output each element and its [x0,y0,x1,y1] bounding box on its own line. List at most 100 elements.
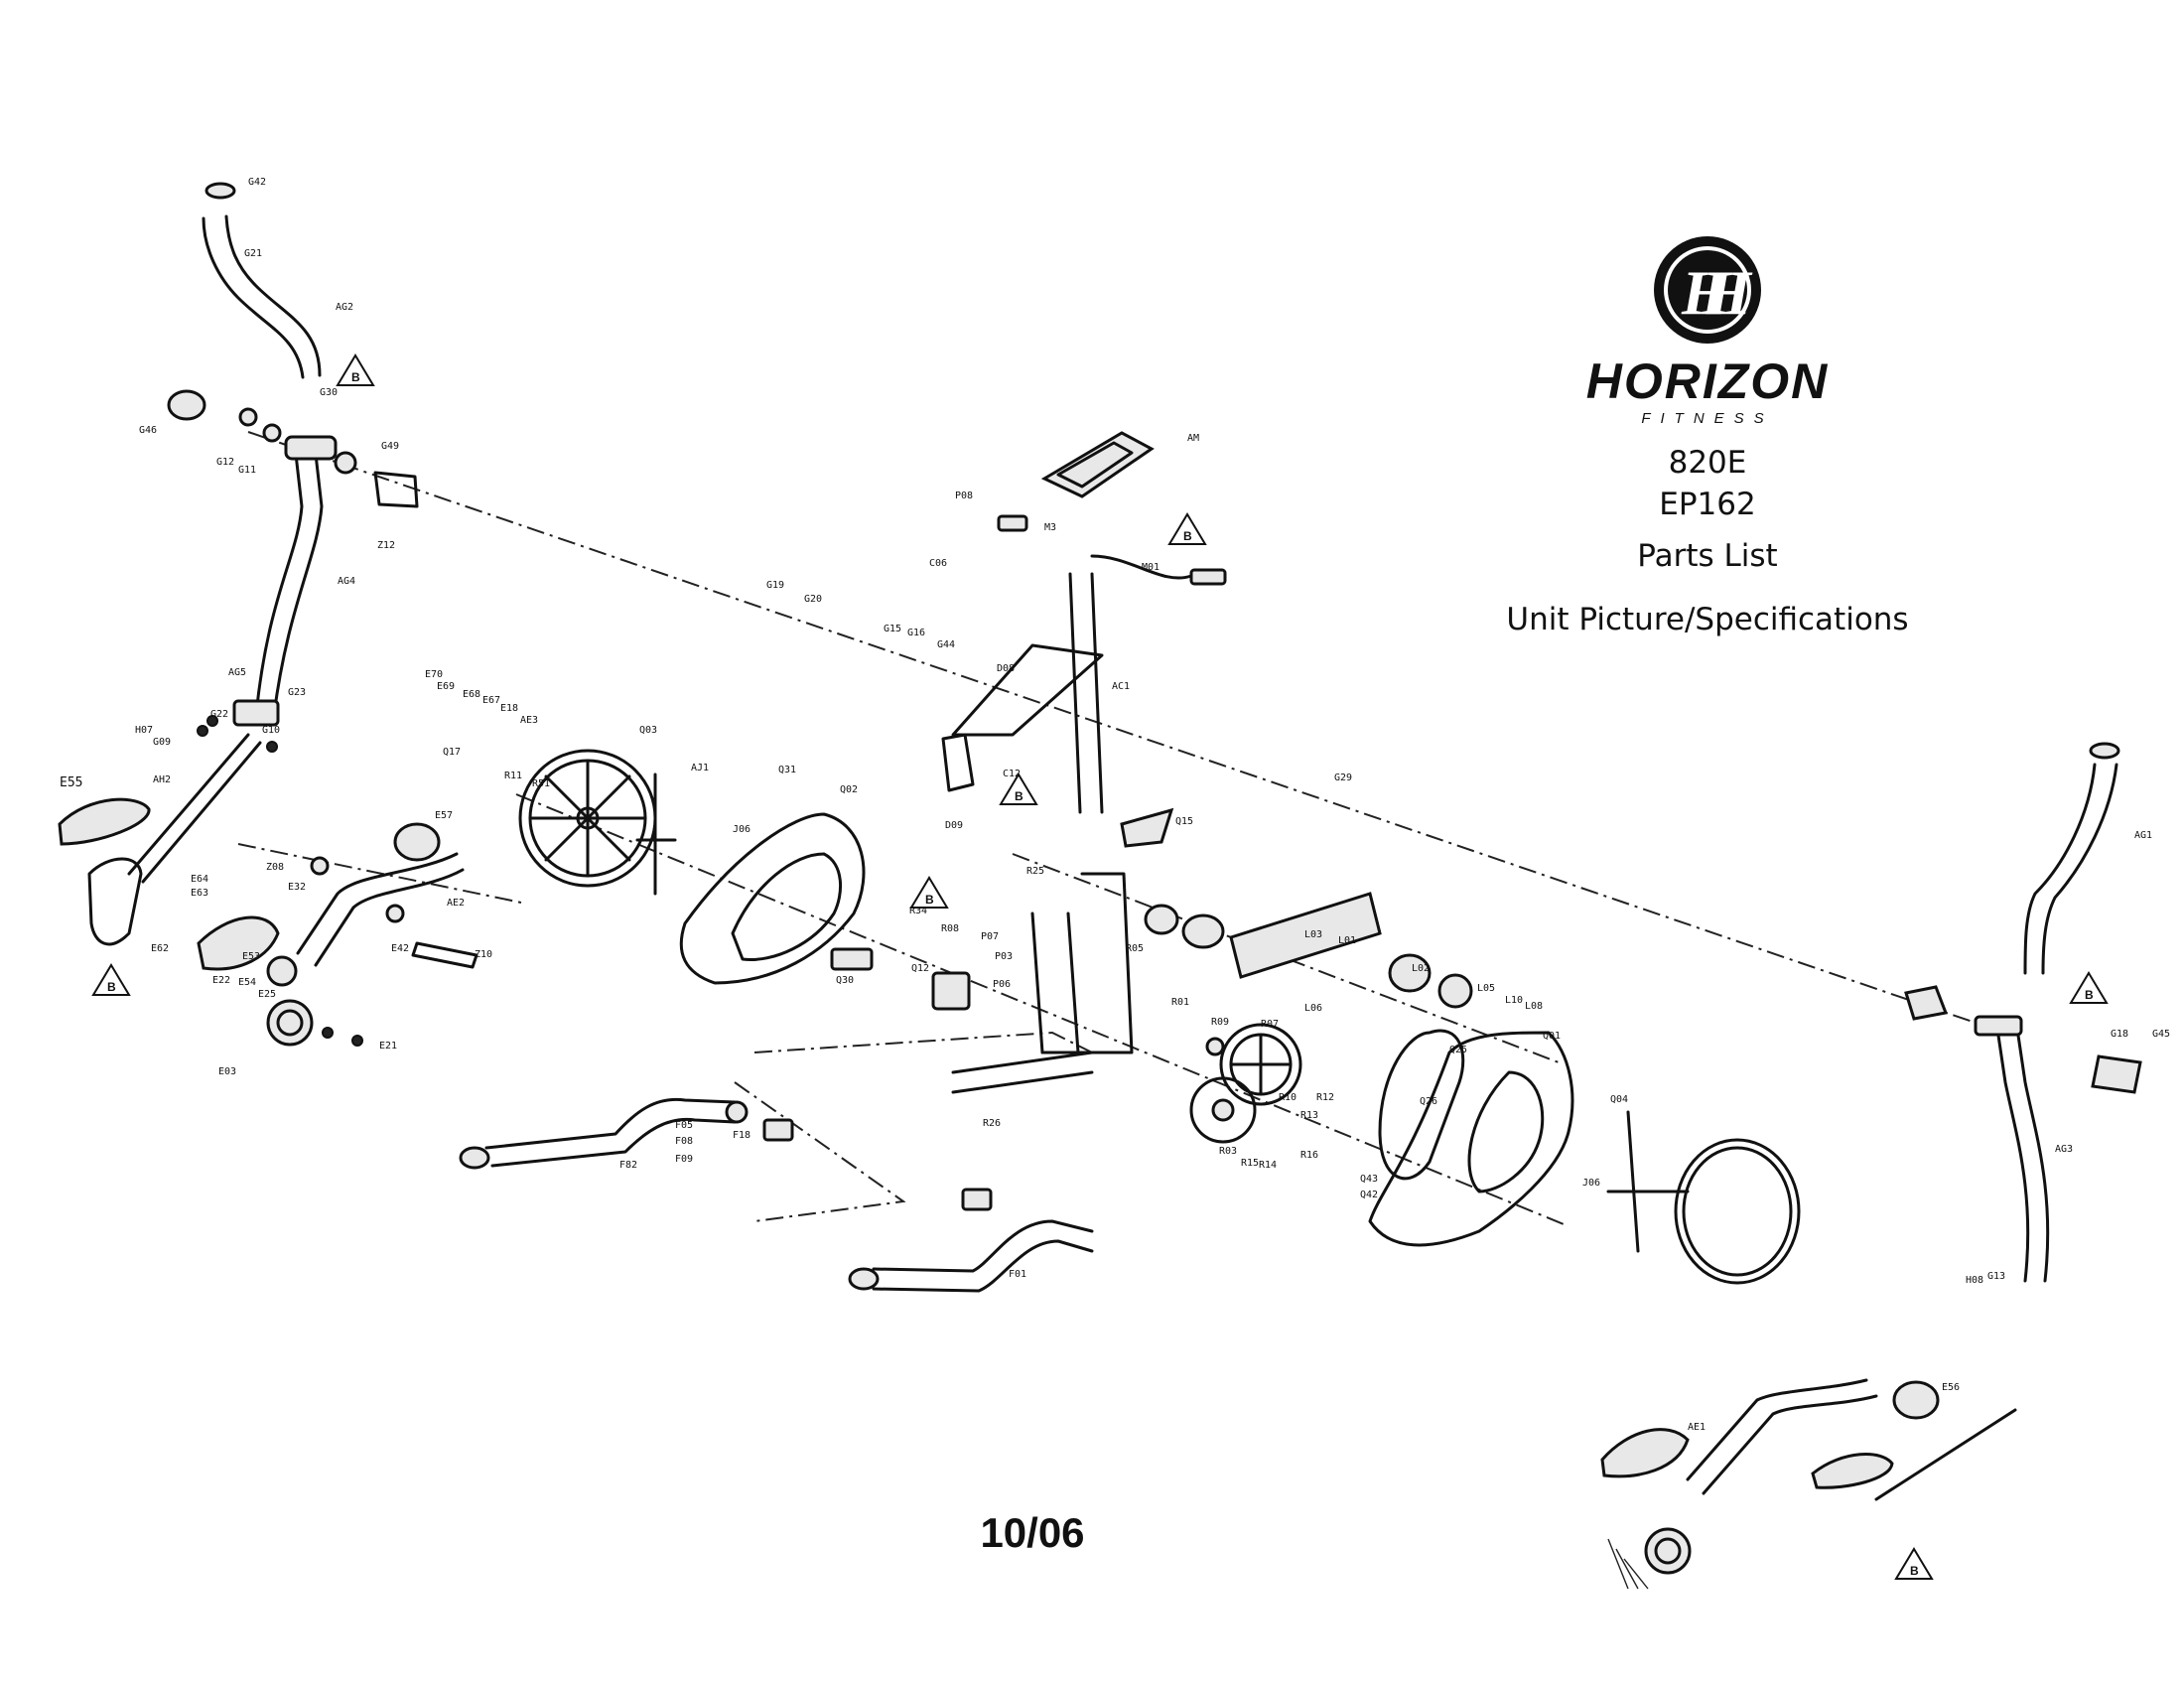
axle-aj1-right [1606,1110,1690,1253]
callout-l08: L08 [1525,1001,1543,1012]
crank-arm-ae1 [1686,1378,1868,1481]
bushing-l05 [1437,973,1473,1009]
callout-g11: G11 [238,465,256,476]
callout-g15: G15 [884,624,901,634]
callout-l02: L02 [1412,963,1430,974]
grip-cap-g46-right [1904,985,1949,1021]
callout-l06: L06 [1304,1003,1322,1014]
svg-text:H: H [1701,257,1753,328]
model-number: 820E [1668,445,1747,481]
callout-ae3: AE3 [520,715,538,726]
right-shroud [1368,1029,1801,1285]
bushing-e57 [393,822,441,862]
callout-p08: P08 [955,491,973,501]
callout-e25: E25 [258,989,276,1000]
right-handlebar-assembly [1904,742,2142,1283]
svg-text:B: B [925,893,934,907]
callout-f08: F08 [675,1136,693,1147]
callout-r05: R05 [1126,943,1144,954]
document-title: Parts List [1637,538,1778,574]
callout-g12: G12 [216,457,234,468]
callout-c06: C06 [929,558,947,569]
callout-q26: Q26 [1420,1096,1437,1107]
callout-e62: E62 [151,943,169,954]
callout-q31: Q31 [778,765,796,775]
pedal-arm-ah2 [127,733,250,876]
resistance-assembly [1144,892,1473,1144]
callout-e56: E56 [1942,1382,1960,1393]
callout-e69: E69 [437,681,455,692]
callout-e18: E18 [500,703,518,714]
callout-ah2: AH2 [153,774,171,785]
warning-triangle-icon: B [336,353,375,386]
base-tube [951,1051,1094,1094]
left-crank-assembly [197,822,478,1047]
shroud-q01 [1368,1031,1574,1247]
callout-f01: F01 [1009,1269,1026,1280]
center-frame [931,807,1174,1094]
callout-e63: E63 [191,888,208,899]
stabilizer-f82 [484,1097,737,1150]
callout-ac1: AC1 [1112,681,1130,692]
stabilizers [459,1097,1094,1293]
warning-triangle-icon: B [1894,1547,1934,1580]
warning-triangle-icon: B [909,876,949,909]
pedal-cover-e62 [197,915,280,971]
callout-d08: D08 [997,663,1015,674]
callout-e70: E70 [425,669,443,680]
revision-date: 10/06 [980,1509,1085,1556]
svg-text:B: B [1183,529,1192,543]
brand-subtitle: FITNESS [1641,410,1774,427]
bracket-d09 [941,733,975,792]
handlebar-ag3 [1995,1027,2030,1283]
callout-l03: L03 [1304,929,1322,940]
callout-g42: G42 [248,177,266,188]
callout-j06-right: J06 [1582,1178,1600,1189]
callout-r08: R08 [941,923,959,934]
callout-r15: R15 [1241,1158,1259,1169]
callout-r14: R14 [1259,1160,1277,1171]
callout-q15: Q15 [1175,816,1193,827]
callout-r25: R25 [1026,866,1044,877]
console-and-mast [941,431,1227,814]
callout-r03: R03 [1219,1146,1237,1157]
svg-text:H: H [1681,257,1733,328]
callout-g46: G46 [139,425,157,436]
callout-q17: Q17 [443,747,461,758]
svg-text:B: B [2085,988,2094,1002]
svg-text:B: B [351,370,360,384]
callout-ae1: AE1 [1688,1422,1706,1433]
callout-q25: Q25 [1449,1045,1467,1055]
warning-triangle-icon: B [91,963,131,996]
callout-r26: R26 [983,1118,1001,1129]
callout-ag1: AG1 [2134,830,2152,841]
callout-g19: G19 [766,580,784,591]
bushing-g49 [373,471,419,508]
callout-h07: H07 [135,725,153,736]
bracket-f18 [762,1118,794,1142]
callout-q04: Q04 [1610,1094,1628,1105]
callout-f09: F09 [675,1154,693,1165]
handlebar-upper-g21 [202,216,305,379]
callout-e42: E42 [391,943,409,954]
callout-q12: Q12 [911,963,929,974]
model-code: EP162 [1659,487,1756,522]
callout-e57: E57 [435,810,453,821]
handlebar-ag1 [2023,763,2097,975]
horizon-hh-logo-icon: H H [1654,236,1761,344]
callout-l01: L01 [1338,935,1356,946]
callout-z12: Z12 [377,540,395,551]
callout-r16: R16 [1300,1150,1318,1161]
callout-g45: G45 [2152,1029,2170,1040]
axle-aj1 [635,772,677,896]
callout-g09: G09 [153,737,171,748]
pedal-e55-right [1811,1453,1894,1489]
warning-triangle-icon: B [1167,512,1207,545]
handlebar-lower-ag4 [254,435,304,717]
callout-g13: G13 [1987,1271,2005,1282]
callout-f82: F82 [619,1160,637,1171]
callout-e32: E32 [288,882,306,893]
callout-m01: M01 [1142,562,1160,573]
callout-r51: R51 [532,778,550,789]
callout-q02: Q02 [840,784,858,795]
